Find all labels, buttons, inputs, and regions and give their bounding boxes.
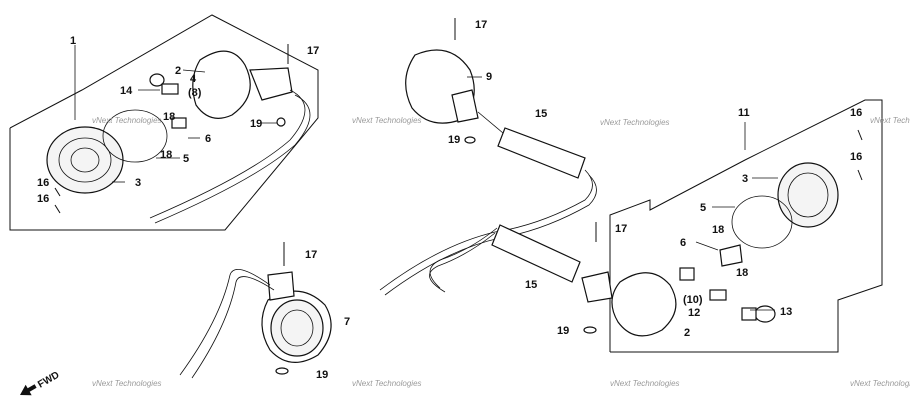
stay-15-lower <box>491 224 581 283</box>
watermark: vNext Technologies <box>352 379 422 388</box>
watermarks: vNext Technologies vNext Technologies vN… <box>92 116 910 388</box>
label-2a: 2 <box>175 65 181 77</box>
lens-part <box>46 126 124 194</box>
label-1: 1 <box>70 35 76 47</box>
lens-part-right <box>777 162 839 228</box>
watermark: vNext Technologies <box>870 116 910 125</box>
assembly-1 <box>9 14 319 231</box>
label-7: 7 <box>344 316 350 328</box>
label-10: (10) <box>683 294 703 306</box>
label-19a: 19 <box>250 118 262 130</box>
label-19c: 19 <box>316 369 328 381</box>
watermark: vNext Technologies <box>610 379 680 388</box>
label-17c: 17 <box>305 249 317 261</box>
label-17a: 17 <box>307 45 319 57</box>
label-15b: 15 <box>525 279 537 291</box>
label-17b: 17 <box>475 19 487 31</box>
label-5b: 5 <box>700 202 706 214</box>
label-3a: 3 <box>135 177 141 189</box>
assembly-9 <box>379 18 597 296</box>
assembly-7 <box>179 242 332 379</box>
part-labels: 1 2 4 (8) 14 18 18 6 5 3 16 16 17 19 17 … <box>37 19 862 381</box>
fwd-label: FWD <box>36 370 61 391</box>
housing-part <box>192 50 251 119</box>
label-8: (8) <box>188 87 202 99</box>
label-16c: 16 <box>850 107 862 119</box>
label-18a: 18 <box>163 111 175 123</box>
label-5a: 5 <box>183 153 189 165</box>
label-19d: 19 <box>557 325 569 337</box>
label-17d: 17 <box>615 223 627 235</box>
label-18c: 18 <box>712 224 724 236</box>
assembly-15-lower <box>429 224 581 293</box>
label-19b: 19 <box>448 134 460 146</box>
label-9: 9 <box>486 71 492 83</box>
watermark: vNext Technologies <box>92 379 162 388</box>
label-16d: 16 <box>850 151 862 163</box>
label-11: 11 <box>738 107 750 119</box>
label-13: 13 <box>780 306 792 318</box>
label-2b: 2 <box>684 327 690 339</box>
label-14: 14 <box>120 85 133 97</box>
watermark: vNext Technologies <box>352 116 422 125</box>
fwd-arrow-icon <box>20 384 37 396</box>
assembly-11 <box>581 99 883 353</box>
label-4: 4 <box>190 73 197 85</box>
label-6b: 6 <box>680 237 686 249</box>
watermark: vNext Technologies <box>850 379 910 388</box>
label-18d: 18 <box>736 267 748 279</box>
label-3b: 3 <box>742 173 748 185</box>
label-6a: 6 <box>205 133 211 145</box>
watermark: vNext Technologies <box>600 118 670 127</box>
fwd-indicator: FWD <box>20 370 61 396</box>
label-15a: 15 <box>535 108 547 120</box>
stay-15-upper <box>497 127 586 179</box>
label-16a: 16 <box>37 177 49 189</box>
label-16b: 16 <box>37 193 49 205</box>
watermark: vNext Technologies <box>92 116 162 125</box>
housing-part-right <box>611 272 677 337</box>
label-12: 12 <box>688 307 700 319</box>
label-18b: 18 <box>160 149 172 161</box>
